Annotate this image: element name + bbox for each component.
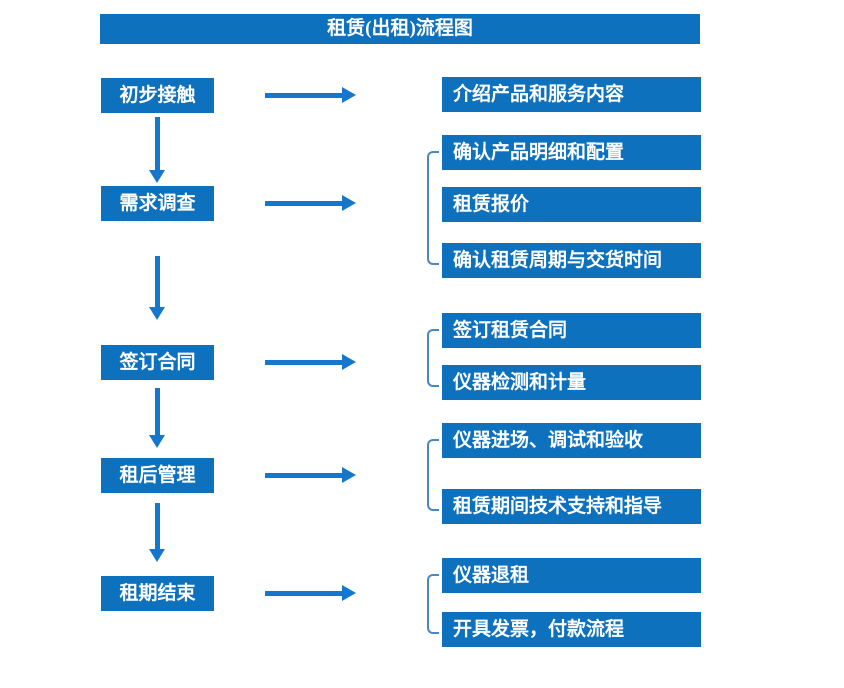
flow-step-sign-contract: 签订合同 — [101, 345, 214, 380]
flow-step-demand-survey: 需求调查 — [101, 186, 214, 221]
detail-box-sign-rental-contract: 签订租赁合同 — [442, 313, 701, 348]
flowchart-title: 租赁(出租)流程图 — [100, 14, 700, 44]
flow-step-post-rental-management: 租后管理 — [101, 458, 214, 493]
arrow-right-icon-4 — [265, 467, 356, 483]
flow-step-initial-contact: 初步接触 — [101, 78, 214, 113]
arrow-down-icon-1 — [149, 117, 165, 183]
detail-box-rental-quote: 租赁报价 — [442, 187, 701, 222]
detail-box-technical-support-guidance: 租赁期间技术支持和指导 — [442, 489, 701, 524]
bracket-demand-survey-group — [427, 151, 439, 265]
detail-box-instrument-setup-acceptance: 仪器进场、调试和验收 — [442, 423, 701, 458]
detail-box-confirm-rental-period-delivery: 确认租赁周期与交货时间 — [442, 243, 701, 278]
bracket-rental-end-group — [427, 574, 439, 634]
flow-step-rental-end: 租期结束 — [101, 576, 214, 611]
arrow-right-icon-2 — [265, 195, 356, 211]
arrow-down-icon-3 — [149, 388, 165, 448]
arrow-down-icon-2 — [149, 256, 165, 320]
detail-box-invoice-payment-process: 开具发票，付款流程 — [442, 612, 701, 647]
detail-box-instrument-testing-metering: 仪器检测和计量 — [442, 365, 701, 400]
bracket-sign-contract-group — [427, 329, 439, 387]
bracket-post-rental-group — [427, 439, 439, 511]
arrow-down-icon-4 — [149, 503, 165, 562]
arrow-right-icon-5 — [265, 585, 356, 601]
arrow-right-icon-3 — [265, 354, 356, 370]
detail-box-introduce-products-services: 介绍产品和服务内容 — [442, 77, 701, 112]
detail-box-confirm-product-specs: 确认产品明细和配置 — [442, 135, 701, 170]
detail-box-instrument-return: 仪器退租 — [442, 558, 701, 593]
arrow-right-icon-1 — [265, 87, 356, 103]
